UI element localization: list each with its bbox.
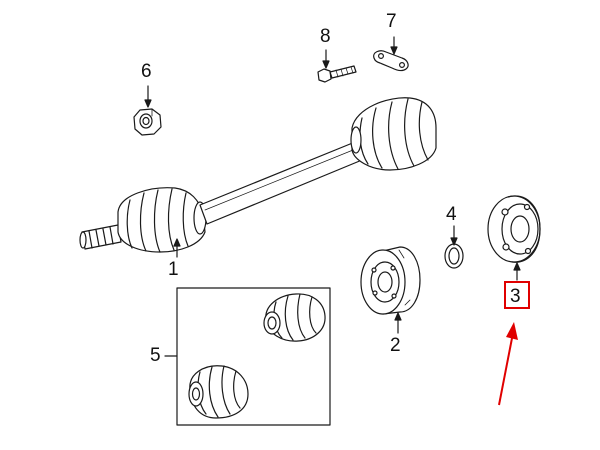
cv-joint-housing[interactable]: [360, 246, 421, 315]
leader-7-arrowhead: [390, 46, 398, 55]
callout-4[interactable]: 4: [446, 204, 457, 225]
callout-8[interactable]: 8: [320, 26, 331, 47]
nut[interactable]: [133, 108, 162, 136]
callout-5[interactable]: 5: [150, 345, 161, 366]
large-boot[interactable]: [188, 365, 249, 419]
flange-joint[interactable]: [487, 195, 541, 263]
small-boot[interactable]: [263, 293, 326, 342]
leader-2-arrowhead: [394, 312, 402, 321]
callout-3[interactable]: 3: [510, 286, 521, 307]
callout-6[interactable]: 6: [141, 61, 152, 82]
lock-plate[interactable]: [373, 50, 409, 72]
leader-6-arrowhead: [144, 99, 152, 108]
callout-3-highlight-box: [504, 281, 530, 309]
leader-3-arrowhead: [513, 262, 521, 271]
callout-7[interactable]: 7: [386, 11, 397, 32]
highlight-arrow: [498, 322, 518, 406]
seal-ring[interactable]: [444, 243, 464, 269]
callout-2[interactable]: 2: [390, 335, 401, 356]
leader-8-arrowhead: [322, 60, 330, 69]
leader-1-arrowhead: [173, 238, 181, 247]
callout-1[interactable]: 1: [168, 259, 179, 280]
axle-shaft[interactable]: [79, 97, 437, 253]
leader-4-arrowhead: [450, 237, 458, 246]
bolt[interactable]: [317, 65, 357, 83]
